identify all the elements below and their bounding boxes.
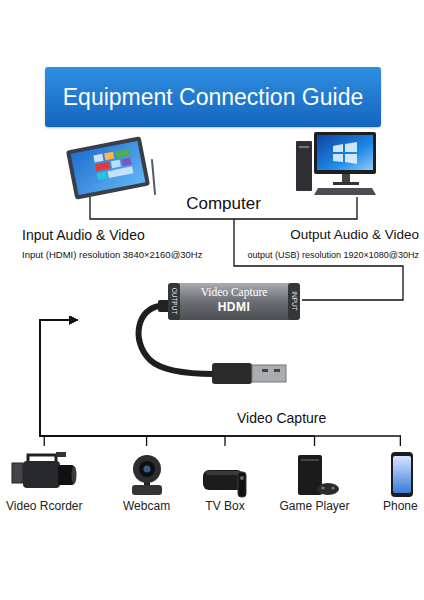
remote-button xyxy=(240,476,244,480)
usb-slot xyxy=(262,369,268,372)
usb-slot xyxy=(274,369,280,372)
source-device: Phone xyxy=(380,446,421,515)
source-device: Webcam xyxy=(120,446,173,515)
phone-screen xyxy=(393,456,411,493)
screen-logo xyxy=(333,142,357,164)
source-device: TV Box xyxy=(199,446,251,515)
dongle-cap xyxy=(288,283,300,320)
label-slot: Video Capture xyxy=(237,410,326,426)
title-text: Equipment Connection Guide xyxy=(63,84,363,111)
bus-label: Video Capture xyxy=(237,410,326,426)
webcam-base xyxy=(132,485,162,495)
monitor-frame xyxy=(314,132,376,174)
screen-tile xyxy=(108,166,134,178)
tv-box-icon xyxy=(203,470,246,497)
source-device: Game Player xyxy=(277,446,353,515)
webcam-lens xyxy=(139,461,155,477)
camcorder-body xyxy=(23,461,60,488)
port-logo: HDMI xyxy=(218,301,251,314)
spec-note: Input (HDMI) resolution 3840×2160@30Hz xyxy=(22,250,202,261)
remote xyxy=(238,472,246,497)
port-heading: Input Audio & Video xyxy=(22,227,145,243)
screen-tile xyxy=(104,152,114,161)
camcorder-mic xyxy=(56,452,66,457)
port-heading: Output Audio & Video xyxy=(290,227,419,243)
device-label: Webcam xyxy=(123,500,170,513)
webcam-head xyxy=(133,455,161,483)
pc-tower xyxy=(296,141,312,191)
device-brand: Video Capture xyxy=(201,286,268,299)
label-slot: output (USB) resolution 1920×1080@30Hz xyxy=(248,250,420,260)
monitor-base xyxy=(333,182,359,185)
console-slot xyxy=(301,459,319,461)
title-banner: Equipment Connection Guide xyxy=(45,67,381,127)
webcam-glass xyxy=(144,466,151,473)
port-label: OUTPUT xyxy=(170,288,177,315)
device-label: Game Player xyxy=(280,500,350,513)
connector xyxy=(40,320,78,446)
group-label: Computer xyxy=(88,195,359,214)
keyboard xyxy=(314,188,376,195)
device-label: Phone xyxy=(383,500,418,513)
connector xyxy=(40,320,315,446)
computer-group: Computer xyxy=(88,130,359,219)
controller xyxy=(317,483,339,495)
dongle-cap xyxy=(168,283,180,320)
usb-plug xyxy=(212,363,252,384)
screen-tile xyxy=(97,172,107,181)
port-label: INPUT xyxy=(290,291,297,311)
screen-tile xyxy=(95,162,110,172)
spec-note: output (USB) resolution 1920×1080@30Hz xyxy=(248,250,420,260)
monitor-screen xyxy=(317,135,373,170)
device-label: Video Rcorder xyxy=(6,500,83,513)
tablet-body xyxy=(66,136,150,200)
webcam-icon xyxy=(132,455,162,495)
connector xyxy=(40,320,225,446)
game-console-icon xyxy=(298,455,339,495)
tablet-illustration xyxy=(66,136,155,200)
controller-stick xyxy=(321,486,324,489)
tv-box-body xyxy=(203,470,243,490)
camcorder-handle xyxy=(28,455,56,462)
desktop-illustration xyxy=(296,132,376,195)
dongle-body xyxy=(168,283,300,320)
screen-tile xyxy=(93,154,103,163)
device-label: TV Box xyxy=(202,500,248,513)
text-slot: INPUT xyxy=(290,291,297,311)
screen-tile xyxy=(122,158,132,167)
text-slot: Video Capture xyxy=(201,286,268,299)
phone-body xyxy=(391,452,413,497)
capture-dongle-illustration xyxy=(139,283,300,384)
camcorder-screen xyxy=(12,463,23,483)
label-slot: Input Audio & Video xyxy=(22,227,145,243)
camcorder-icon xyxy=(12,452,77,488)
tablet-screen xyxy=(71,141,146,195)
capture-device: Video CaptureHDMI OUTPUT INPUT xyxy=(78,280,302,390)
tv-box-top xyxy=(206,471,240,475)
label-slot: Input (HDMI) resolution 3840×2160@30Hz xyxy=(22,250,202,261)
screen-tile xyxy=(115,149,130,159)
monitor-stand xyxy=(342,174,350,182)
connector xyxy=(40,320,400,446)
usb-shell xyxy=(252,365,286,382)
label-slot: Output Audio & Video xyxy=(290,227,419,243)
source-device: Video Rcorder xyxy=(3,446,86,515)
pc-drive xyxy=(299,146,309,148)
phone-icon xyxy=(391,452,413,497)
stylus xyxy=(152,160,155,194)
lens-rim xyxy=(72,466,77,484)
controller-button xyxy=(331,486,334,489)
text-slot: HDMI xyxy=(218,301,251,314)
text-slot: OUTPUT xyxy=(170,288,177,315)
tablet-frame xyxy=(66,136,150,200)
screen-tile xyxy=(111,160,121,169)
connector xyxy=(40,320,147,446)
